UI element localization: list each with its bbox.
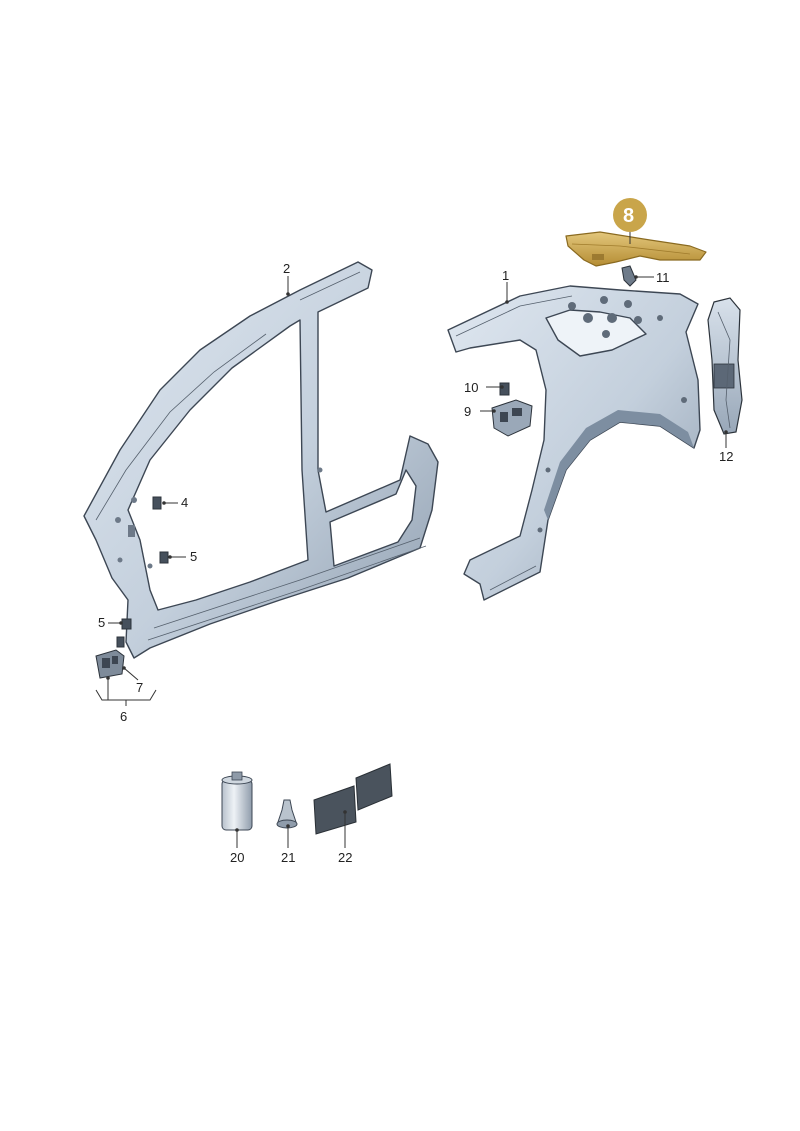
callouts: 1 2 4 5 5 7 6 8 9 — [95, 198, 733, 865]
part-8-reinforcement-highlighted[interactable] — [565, 231, 707, 267]
callout-8[interactable]: 8 — [623, 205, 634, 227]
callout-21[interactable]: 21 — [281, 850, 295, 865]
callout-10[interactable]: 10 — [464, 380, 478, 395]
part-7-clip — [116, 636, 125, 648]
rear-side-panel — [447, 285, 701, 601]
part-21-plug — [276, 799, 298, 829]
callout-12[interactable]: 12 — [719, 449, 733, 464]
callout-6[interactable]: 6 — [120, 709, 127, 724]
part-20-can — [221, 771, 253, 831]
part-4-clip — [152, 496, 162, 510]
callout-4[interactable]: 4 — [181, 495, 188, 510]
callout-5-lower[interactable]: 5 — [98, 615, 105, 630]
part-12-rear-panel — [707, 297, 743, 435]
part-6-bracket — [95, 649, 125, 679]
callout-5-upper[interactable]: 5 — [190, 549, 197, 564]
part-9-bracket — [491, 399, 533, 437]
callout-9[interactable]: 9 — [464, 404, 471, 419]
part-10-clip — [499, 382, 510, 396]
callout-22[interactable]: 22 — [338, 850, 352, 865]
callout-2[interactable]: 2 — [283, 261, 290, 276]
callout-11[interactable]: 11 — [656, 270, 670, 285]
front-side-panel — [83, 261, 439, 659]
callout-8-badge[interactable] — [613, 198, 647, 232]
part-22-sealing-patches — [313, 763, 393, 835]
callout-1[interactable]: 1 — [502, 268, 509, 283]
part-5-clip-lower — [121, 618, 132, 630]
callout-20[interactable]: 20 — [230, 850, 244, 865]
callout-7[interactable]: 7 — [136, 680, 143, 695]
part-11-bracket — [621, 265, 637, 287]
part-5-clip-upper — [159, 551, 169, 564]
